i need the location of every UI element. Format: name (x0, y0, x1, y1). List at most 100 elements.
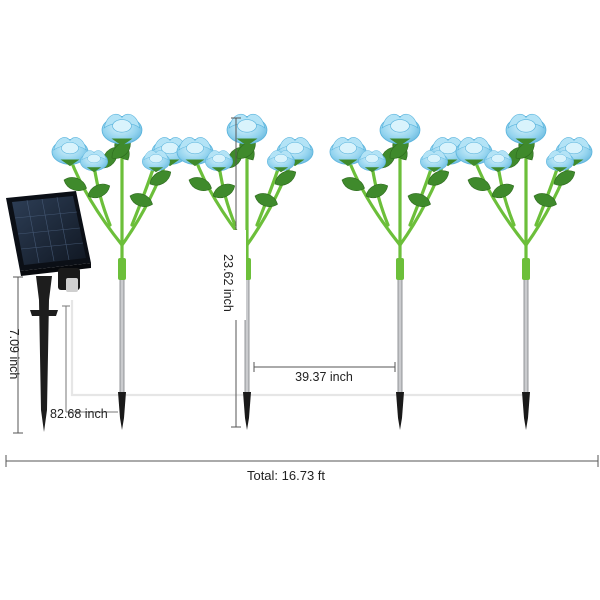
rose-flower (80, 150, 108, 173)
rose-flower (267, 150, 295, 173)
stem-sleeve (118, 258, 126, 280)
sepal (185, 159, 205, 167)
rose-flower (329, 137, 367, 167)
rose-flower (420, 150, 448, 173)
stake-spike (118, 392, 126, 430)
leaf (63, 177, 87, 191)
leaf (427, 170, 450, 186)
rose-flower (358, 150, 386, 173)
light-spacing-label: 39.37 inch (295, 370, 353, 384)
leaf (553, 170, 576, 186)
petal (112, 119, 132, 133)
petal (427, 154, 441, 164)
rose-flower (142, 150, 170, 173)
sepal (464, 159, 484, 167)
sepal (552, 167, 568, 173)
petal (286, 142, 304, 155)
rose-light-2 (176, 113, 314, 430)
sepal (60, 159, 80, 167)
rose-flower (505, 113, 547, 146)
rose-flower (51, 137, 89, 167)
leaf (274, 170, 297, 186)
petal (61, 142, 79, 155)
leaf (129, 193, 153, 207)
light-stake (119, 278, 125, 393)
rose-flower (205, 150, 233, 173)
light-height-dimension: 23.62 inch (221, 117, 246, 428)
petal (365, 154, 379, 164)
petal (516, 119, 536, 133)
sepal (236, 138, 258, 146)
sepal (211, 167, 227, 173)
petal (186, 142, 204, 155)
rose-flower (101, 113, 143, 146)
sepal (389, 138, 411, 146)
leaf (491, 183, 515, 199)
stem (68, 156, 124, 247)
rose-light-4 (455, 113, 593, 430)
petal (565, 142, 583, 155)
stake-spike (243, 392, 251, 430)
rose-flower (379, 113, 421, 146)
stem (346, 156, 402, 247)
rose-flower (546, 150, 574, 173)
light-stake (397, 278, 403, 393)
rose-flower (484, 150, 512, 173)
petal (149, 154, 163, 164)
leaf (467, 177, 491, 191)
leaf (341, 177, 365, 191)
rose-light-1 (51, 113, 189, 430)
sepal (273, 167, 289, 173)
solar-stake (30, 268, 80, 432)
sepal (111, 138, 133, 146)
petal (339, 142, 357, 155)
rose-light-3 (329, 113, 467, 430)
rose-lights (51, 113, 593, 430)
stake-spike (522, 392, 530, 430)
total-length-label: Total: 16.73 ft (247, 468, 325, 483)
connection-cable (70, 300, 528, 397)
petal (491, 154, 505, 164)
sepal (364, 167, 380, 173)
petal (553, 154, 567, 164)
leaf (149, 170, 172, 186)
petal (237, 119, 257, 133)
sepal (515, 138, 537, 146)
stake-spike (396, 392, 404, 430)
sepal (148, 167, 164, 173)
stem (472, 156, 528, 247)
light-height-label: 23.62 inch (221, 254, 235, 312)
sepal (338, 159, 358, 167)
solar-panel (6, 191, 91, 276)
rose-flower (176, 137, 214, 167)
leaf (365, 183, 389, 199)
leaf (212, 183, 236, 199)
total-length-dimension: Total: 16.73 ft (5, 455, 599, 483)
leaf (188, 177, 212, 191)
petal (212, 154, 226, 164)
cable-length-label: 82.68 inch (50, 407, 108, 421)
stem-sleeve (522, 258, 530, 280)
leaf (407, 193, 431, 207)
stake-height-dimension: 7.09 inch (7, 276, 23, 434)
rose-flower (226, 113, 268, 146)
leaf (87, 183, 111, 199)
leaf (533, 193, 557, 207)
solar-panel-unit (6, 191, 91, 432)
leaf (254, 193, 278, 207)
cable-length-dimension: 82.68 inch (50, 305, 118, 421)
light-stake (523, 278, 529, 393)
light-spacing-dimension: 39.37 inch (253, 362, 396, 384)
sepal (490, 167, 506, 173)
petal (274, 154, 288, 164)
light-stake (244, 278, 250, 393)
rose-flower (455, 137, 493, 167)
stake-height-label: 7.09 inch (7, 329, 21, 380)
sepal (86, 167, 102, 173)
sepal (426, 167, 442, 173)
petal (465, 142, 483, 155)
stem-sleeve (396, 258, 404, 280)
petal (390, 119, 410, 133)
petal (87, 154, 101, 164)
